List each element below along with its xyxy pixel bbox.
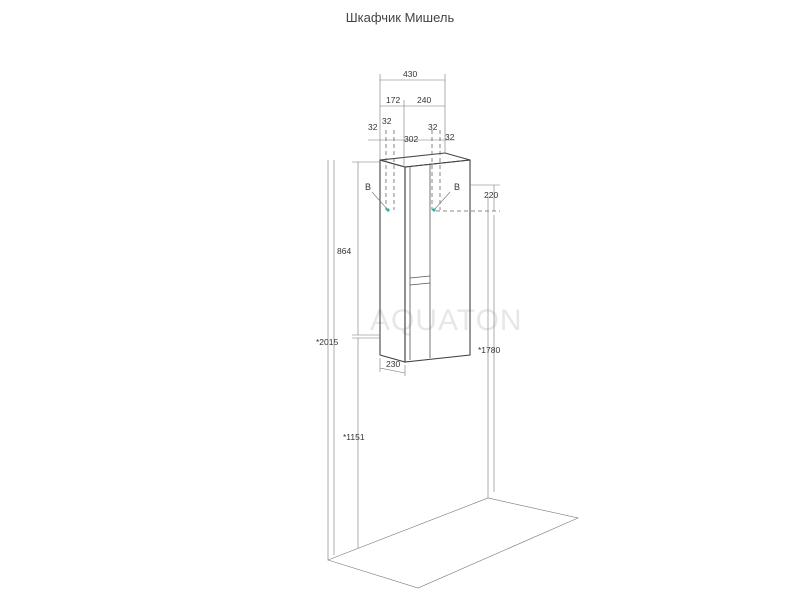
diagram-title: Шкафчик Мишель <box>345 10 455 25</box>
dim-220: 220 <box>484 190 498 200</box>
dim-2015: *2015 <box>316 337 338 347</box>
mount-point-left <box>371 191 390 212</box>
dim-864-lines <box>352 161 380 336</box>
dim-172: 172 <box>386 95 400 105</box>
dim-32-right-inner: 32 <box>428 122 438 132</box>
dim-230-lines <box>379 358 406 376</box>
label-b-right: B <box>454 182 460 192</box>
mount-point-right <box>432 191 451 212</box>
dim-1780: *1780 <box>478 345 500 355</box>
top-dimensions <box>368 74 455 210</box>
dim-32-left-inner: 32 <box>382 116 392 126</box>
dim-220-lines <box>436 184 500 212</box>
dim-1151: *1151 <box>343 432 365 442</box>
label-b-left: B <box>365 182 371 192</box>
dim-32-right-outer: 32 <box>445 132 455 142</box>
dim-1151-lines <box>352 337 380 548</box>
dim-430: 430 <box>403 69 417 79</box>
dim-240: 240 <box>417 95 431 105</box>
floor-outline <box>327 497 579 589</box>
watermark-text: AQUATON <box>370 304 523 337</box>
dim-864: 864 <box>337 246 351 256</box>
dim-230: 230 <box>386 359 400 369</box>
cabinet <box>379 152 471 363</box>
dim-302: 302 <box>404 134 418 144</box>
dim-32-left-outer: 32 <box>368 122 378 132</box>
